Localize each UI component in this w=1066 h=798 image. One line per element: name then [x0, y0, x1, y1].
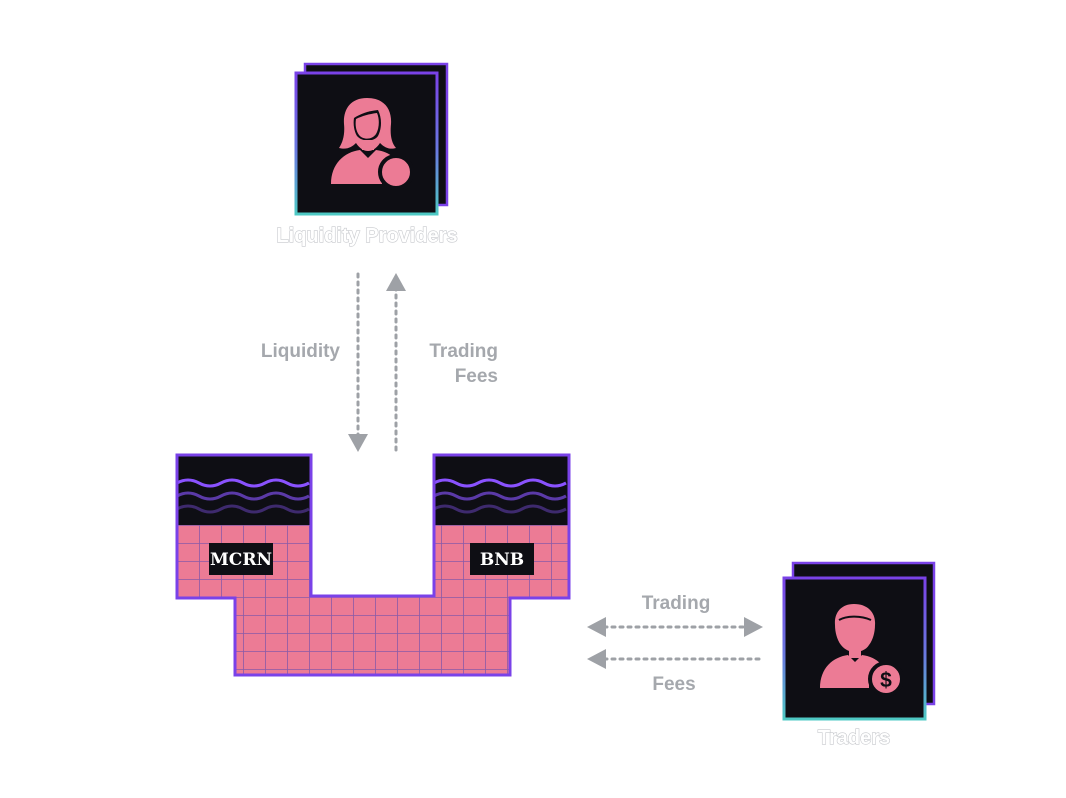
- liquidity-providers-card: [294, 62, 449, 216]
- trading-fees-up-arrow: [386, 273, 406, 452]
- dollar-symbol: $: [880, 669, 892, 692]
- token-b-badge: [470, 543, 534, 575]
- traders-label: Traders: [818, 727, 890, 749]
- trading-flow-label: Trading: [642, 593, 711, 614]
- liquidity-providers-label: Liquidity Providers: [276, 225, 457, 247]
- token-b-label: BNB: [480, 550, 524, 570]
- fees-flow-label: Fees: [652, 674, 695, 695]
- wave-lines-right: [433, 478, 567, 514]
- pool-outline: [175, 453, 571, 677]
- liquidity-flow-label: Liquidity: [261, 341, 341, 362]
- user-female-coin-icon: [331, 98, 414, 190]
- coin-icon: [378, 154, 414, 190]
- trading-fees-flow-label-line1: Trading: [429, 341, 498, 362]
- trading-fees-flow-label-line2: Fees: [455, 366, 498, 387]
- token-a-water: [177, 455, 311, 525]
- dollar-badge-icon: [868, 661, 904, 697]
- token-a-label: MCRN: [210, 550, 272, 570]
- traders-card: $: [782, 561, 936, 721]
- fees-left-arrow: [587, 649, 764, 669]
- liquidity-down-arrow: [348, 272, 368, 452]
- token-a-badge: [209, 543, 273, 575]
- liquidity-pool: MCRN BNB: [175, 453, 571, 677]
- token-b-water: [434, 455, 569, 525]
- trading-bidirectional-arrow: [587, 617, 763, 637]
- wave-lines-left: [176, 478, 310, 514]
- user-male-dollar-icon: $: [820, 604, 904, 697]
